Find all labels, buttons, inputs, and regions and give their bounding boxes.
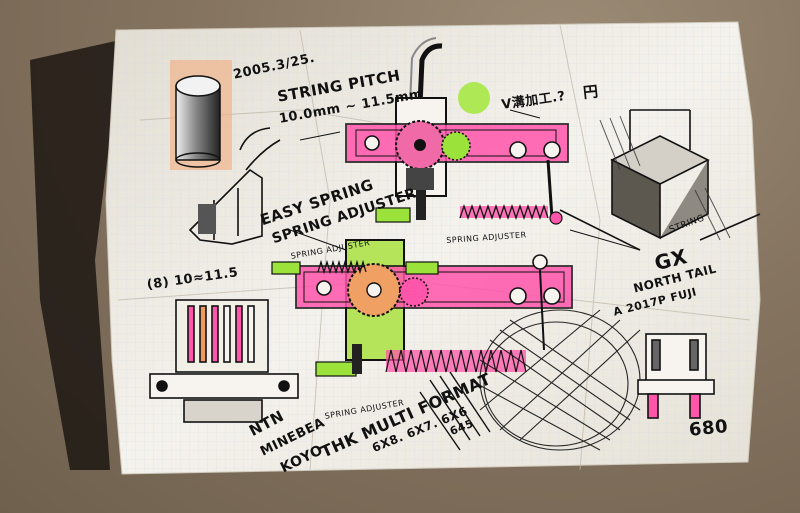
pin-block <box>149 299 299 423</box>
number-note: 680 <box>688 415 730 441</box>
circle-note: 円 <box>582 82 600 102</box>
cylinder-sketch <box>175 75 221 168</box>
scribble-circle <box>469 309 641 451</box>
cable <box>417 43 443 106</box>
paper-shadow <box>30 40 120 470</box>
cube-sketch <box>559 109 761 251</box>
